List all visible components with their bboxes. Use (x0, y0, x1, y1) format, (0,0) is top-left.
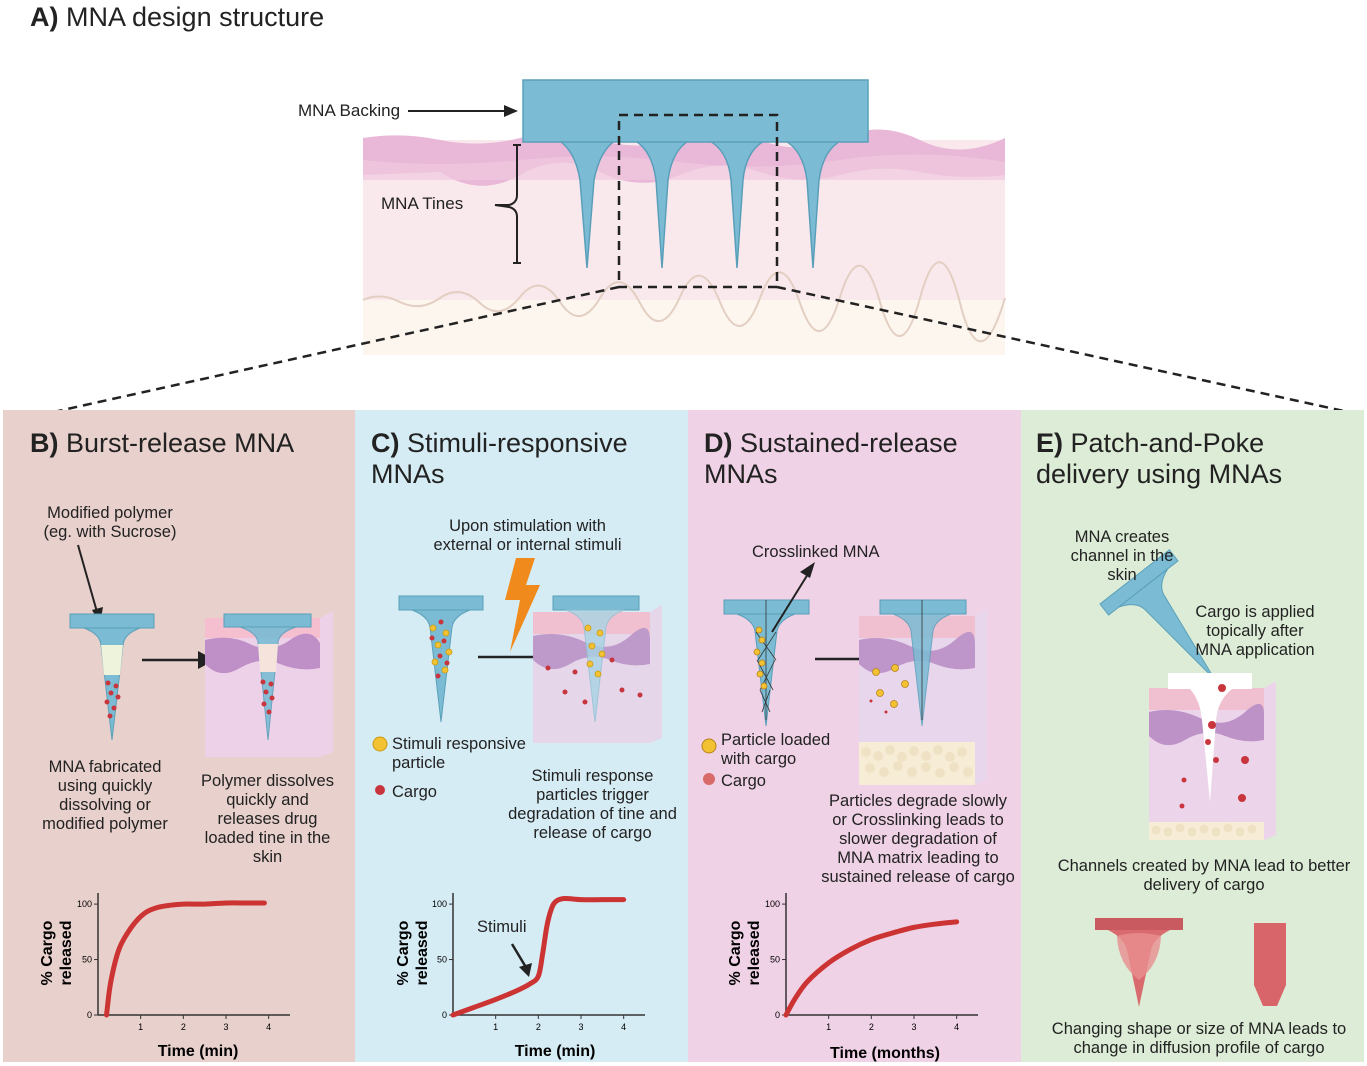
chart-x-tick-label: 1 (493, 1022, 498, 1032)
mna-backing-label: MNA Backing (298, 101, 401, 120)
chart-y-tick-label: 0 (442, 1010, 447, 1020)
chart-y-tick-label: 0 (775, 1010, 780, 1020)
response-label: Stimuli response particles trigger degra… (508, 767, 677, 842)
chart-x-label: Time (min) (515, 1043, 596, 1060)
tines-brace (494, 145, 518, 263)
panel-d-heading: D) Sustained-release MNAs (704, 428, 958, 490)
chart-y-label: released (58, 921, 75, 986)
panel-e-heading: E) Patch-and-Poke delivery using MNAs (1036, 428, 1282, 490)
skin-dermis-upper (363, 154, 1005, 180)
stimuli-arrowhead (519, 963, 532, 977)
chart-y-tick-label: 100 (765, 899, 780, 909)
chart-x-label: Time (months) (830, 1045, 940, 1062)
stimulation-label: Upon stimulation with external or intern… (433, 517, 622, 554)
degrade-label: Particles degrade slowly or Crosslinking… (821, 792, 1015, 886)
panel-d-title: Sustained-release MNAs (704, 428, 958, 489)
c-legend-particle: Stimuli responsive particle (392, 735, 526, 772)
chart-x-tick-label: 1 (826, 1022, 831, 1032)
chart-x-tick-label: 4 (266, 1022, 271, 1032)
crosslinked-label: Crosslinked MNA (752, 543, 880, 561)
chart-x-tick-label: 3 (223, 1022, 228, 1032)
dissolves-label: Polymer dissolves quickly and releases d… (201, 772, 334, 866)
chart-y-tick-label: 100 (432, 899, 447, 909)
panel-c-title: Stimuli-responsive MNAs (371, 428, 628, 489)
panel-c-letter: C) (371, 428, 400, 458)
chart-release-curve (104, 900, 267, 1018)
panel-a-title: A) MNA design structure (30, 2, 324, 33)
panel-e-title: Patch-and-Poke delivery using MNAs (1036, 428, 1283, 489)
fabricated-label: MNA fabricated using quickly dissolving … (42, 758, 168, 833)
chart-y-label: % Cargo (727, 920, 744, 985)
mna-tines (555, 139, 843, 269)
chart-y-label: released (746, 921, 763, 986)
chart-release-curve (450, 895, 627, 1018)
skin-fat-edge (362, 261, 1006, 343)
mna-tines-label: MNA Tines (381, 194, 464, 213)
chart-x-tick-label: 4 (621, 1022, 626, 1032)
chart-y-label: % Cargo (395, 920, 412, 985)
chart-y-label: released (414, 921, 431, 986)
shape-label: Changing shape or size of MNA leads to c… (1051, 1020, 1347, 1057)
chart-y-label: % Cargo (39, 920, 56, 985)
chart-release-curve (783, 919, 960, 1018)
mna-structure-illustration (39, 79, 1363, 417)
panel-a-letter: A) (30, 2, 59, 32)
stimuli-arrow (510, 943, 529, 970)
chart-x-tick-label: 2 (181, 1022, 186, 1032)
zoom-box (617, 113, 779, 289)
chart-x-tick-label: 3 (911, 1022, 916, 1032)
d-legend-cargo: Cargo (721, 772, 766, 790)
chart-y-tick-label: 100 (77, 899, 92, 909)
lightning-bolt-icon (505, 558, 540, 652)
panel-b-letter: B) (30, 428, 59, 458)
chart-y-tick-label: 50 (437, 955, 447, 965)
chart-x-tick-label: 4 (954, 1022, 959, 1032)
chart-y-tick-label: 0 (87, 1010, 92, 1020)
panel-b-title: Burst-release MNA (66, 428, 295, 458)
panel-e-letter: E) (1036, 428, 1063, 458)
panel-b-heading: B) Burst-release MNA (30, 428, 294, 459)
panel-c-heading: C) Stimuli-responsive MNAs (371, 428, 628, 490)
d-legend-particle: Particle loaded with cargo (721, 731, 831, 768)
c-legend-cargo: Cargo (392, 783, 437, 801)
cargo-applied-label: Cargo is applied topically after MNA app… (1195, 603, 1315, 659)
chart-y-tick-label: 50 (82, 955, 92, 965)
panel-a-title-text: MNA design structure (66, 2, 325, 32)
stimuli-annotation: Stimuli (477, 918, 527, 936)
chart-y-tick-label: 50 (770, 955, 780, 965)
polymer-label: Modified polymer (eg. with Sucrose) (43, 504, 177, 541)
chart-x-label: Time (min) (158, 1043, 239, 1060)
chart-x-tick-label: 2 (869, 1022, 874, 1032)
panel-d-letter: D) (704, 428, 733, 458)
channels-label: Channels created by MNA lead to better d… (1057, 857, 1351, 894)
skin-hypodermis (363, 300, 1005, 355)
chart-x-tick-label: 1 (138, 1022, 143, 1032)
mna-backing (522, 79, 869, 143)
chart-x-tick-label: 3 (578, 1022, 583, 1032)
channel-label: MNA creates channel in the skin (1070, 528, 1174, 584)
chart-x-tick-label: 2 (536, 1022, 541, 1032)
